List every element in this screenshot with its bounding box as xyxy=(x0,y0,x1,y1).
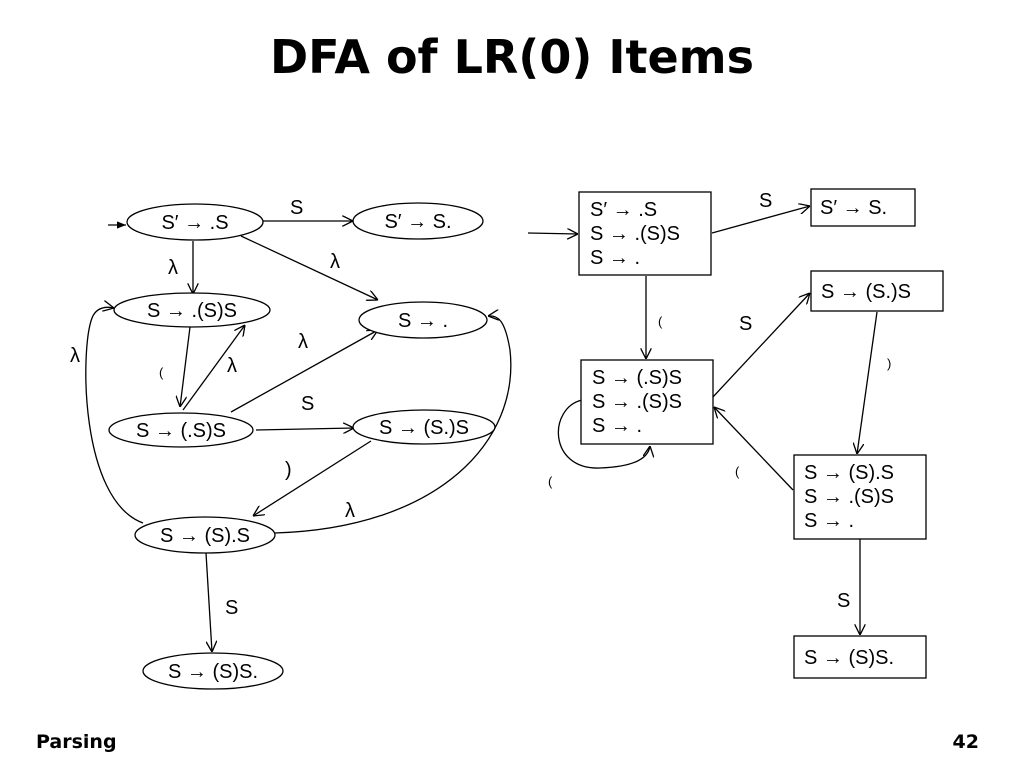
nfa-node-n4 xyxy=(358,301,488,339)
nfa-edge-label: λ xyxy=(345,500,355,522)
nfa-node-label: S → (S).S xyxy=(160,525,250,547)
page-number: 42 xyxy=(952,731,979,753)
dfa-edge-label: ( xyxy=(735,464,740,479)
dfa-state-s4 xyxy=(793,454,927,540)
nfa-edge-line xyxy=(180,326,191,407)
dfa-edge-line xyxy=(711,206,810,234)
dfa-state-item: S → (S.)S xyxy=(821,281,911,303)
nfa-node-n5 xyxy=(108,412,254,448)
nfa-node-n7 xyxy=(134,516,276,554)
dfa-edge-label: ( xyxy=(658,314,663,329)
dfa-state-item: S → (.S)S xyxy=(592,367,682,389)
nfa-edge-line xyxy=(255,428,354,430)
dfa-start-arrow xyxy=(527,233,578,234)
dfa-edge-label: S xyxy=(739,313,752,335)
dfa-edge-label: S xyxy=(837,590,850,612)
dfa-graph: S′ → .S S → .(S)S S → . S′ → S. S → (.S)… xyxy=(527,188,944,679)
dfa-state-s0 xyxy=(578,191,712,276)
dfa-edge-label: ) xyxy=(887,356,891,371)
slide-title: DFA of LR(0) Items xyxy=(270,30,754,84)
dfa-state-s1 xyxy=(810,188,916,227)
nfa-edge-label: λ xyxy=(168,257,178,279)
dfa-state-item: S′ → .S xyxy=(590,199,657,221)
nfa-node-label: S → (S)S. xyxy=(168,661,258,683)
nfa-node-n6 xyxy=(352,409,496,445)
dfa-state-item: S → .(S)S xyxy=(804,486,894,508)
dfa-state-item: S → (S).S xyxy=(804,462,894,484)
nfa-edge-label: λ xyxy=(330,251,340,273)
nfa-edge-label: S xyxy=(225,597,238,619)
nfa-edge-label: S xyxy=(301,393,314,415)
dfa-state-item: S → . xyxy=(590,247,640,269)
nfa-edge-line xyxy=(182,325,245,411)
nfa-edge-line xyxy=(205,552,212,652)
dfa-state-item: S → .(S)S xyxy=(590,223,680,245)
nfa-node-n1 xyxy=(126,203,264,241)
nfa-edge-label: λ xyxy=(227,355,237,377)
nfa-node-n2 xyxy=(352,202,484,240)
nfa-edge-line xyxy=(240,235,378,300)
dfa-edge-label: S xyxy=(759,190,772,212)
dfa-edge-line xyxy=(857,311,878,454)
nfa-node-label: S → .(S)S xyxy=(147,300,237,322)
dfa-state-item: S → .(S)S xyxy=(592,391,682,413)
dfa-state-item: S → . xyxy=(804,510,854,532)
dfa-state-s2 xyxy=(580,359,714,445)
nfa-node-label: S → (S.)S xyxy=(379,417,469,439)
dfa-state-item: S → (S)S. xyxy=(804,647,894,669)
nfa-edge-line xyxy=(85,307,144,524)
nfa-node-n3 xyxy=(113,292,271,328)
nfa-graph: S′ → .S S′ → S. S → .(S)S S → . S → (.S)… xyxy=(70,197,512,690)
nfa-edge-label: λ xyxy=(298,331,308,353)
dfa-edge-line xyxy=(714,407,794,491)
nfa-edge-label: λ xyxy=(70,345,80,367)
nfa-edge-label: ( xyxy=(159,365,164,380)
footer-section-label: Parsing xyxy=(36,731,117,753)
nfa-node-n8 xyxy=(142,652,284,690)
dfa-state-s3 xyxy=(810,270,944,312)
dfa-edge-line xyxy=(711,293,810,399)
dfa-edge-line xyxy=(557,399,650,469)
nfa-node-label: S′ → S. xyxy=(384,211,451,233)
nfa-node-label: S → . xyxy=(398,310,448,332)
nfa-node-label: S′ → .S xyxy=(161,212,228,234)
nfa-node-label: S → (.S)S xyxy=(136,420,226,442)
dfa-state-item: S → . xyxy=(592,415,642,437)
dfa-state-item: S′ → S. xyxy=(820,197,887,219)
nfa-edge-label: S xyxy=(290,197,303,219)
nfa-edge-line xyxy=(274,316,512,534)
nfa-edge-line xyxy=(230,330,378,413)
dfa-edge-label: ( xyxy=(548,474,553,489)
dfa-state-s5 xyxy=(793,635,927,679)
nfa-edge-label: ) xyxy=(285,459,292,481)
nfa-edge-line xyxy=(253,440,372,516)
